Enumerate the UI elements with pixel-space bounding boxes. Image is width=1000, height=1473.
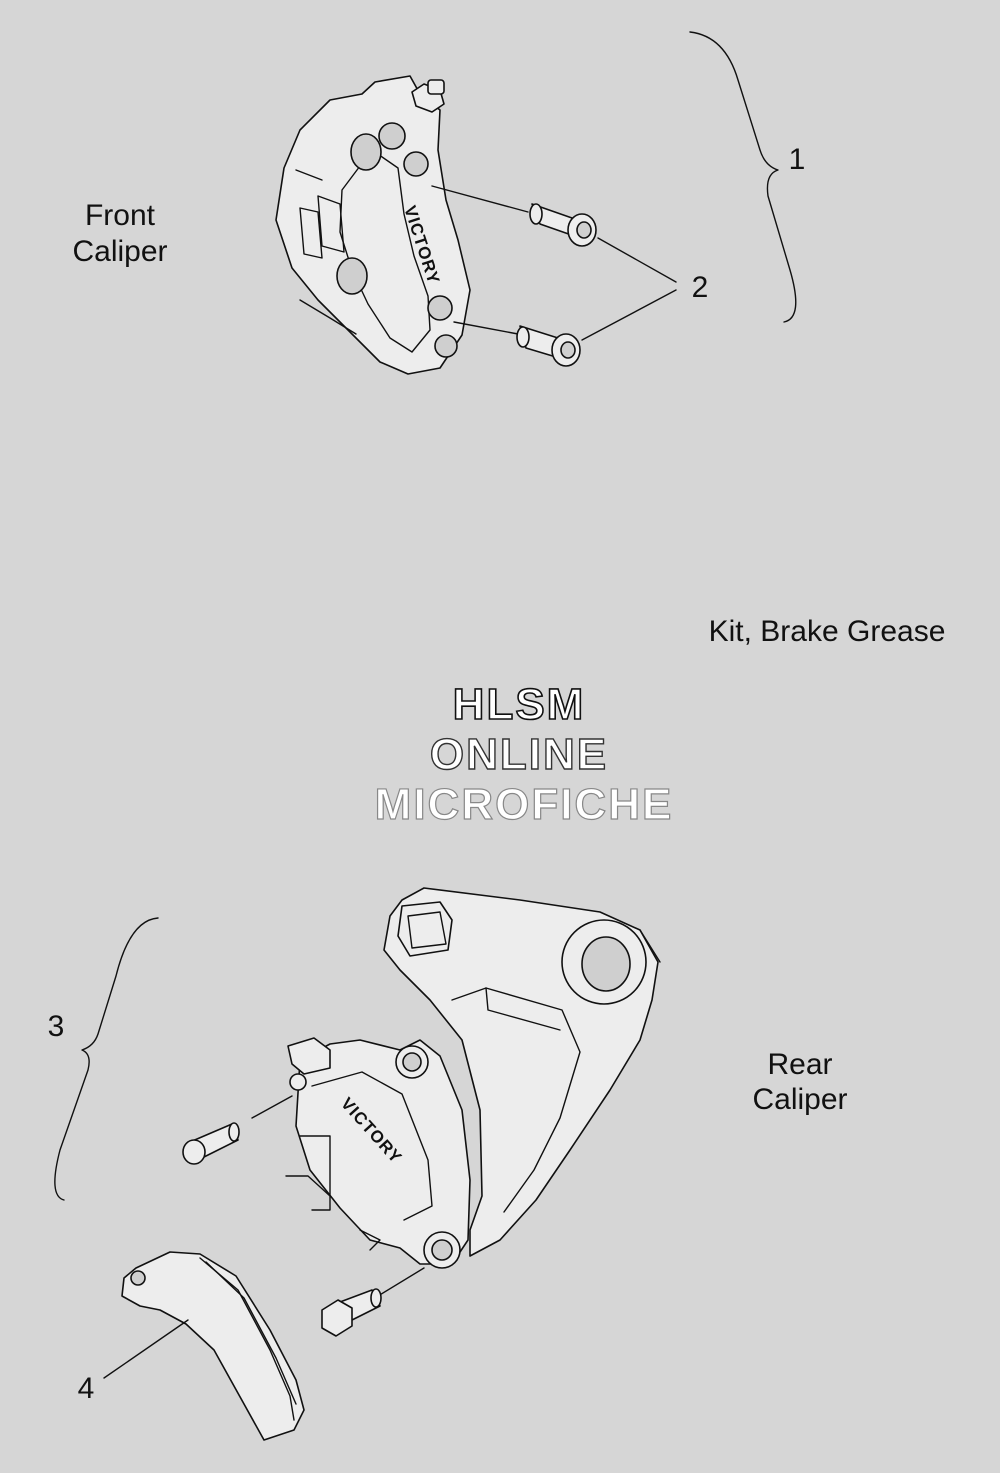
callout-1-brace <box>689 31 797 323</box>
rear-caliper: VICTORY <box>285 1037 471 1269</box>
watermark: HLSM ONLINE MICROFICHE <box>374 679 674 829</box>
front-caliper-bolt-upper <box>529 203 597 247</box>
callout-2: 2 <box>692 271 709 304</box>
front-caliper: VICTORY <box>275 75 471 375</box>
front-caliper-label-line1: Front <box>85 199 156 232</box>
rear-caliper-label-line1: Rear <box>767 1048 832 1081</box>
watermark-line2: ONLINE <box>430 730 608 779</box>
rear-bolt-guide-line <box>377 1267 425 1297</box>
rear-pin-guide-line <box>251 1095 293 1119</box>
bolt-guide-line-upper <box>431 185 529 213</box>
callout-3-brace <box>54 917 159 1201</box>
kit-brake-grease-label: Kit, Brake Grease <box>709 615 946 648</box>
pad-shield <box>121 1251 305 1441</box>
rear-caliper-bracket <box>383 887 661 1257</box>
front-caliper-label: Front Caliper <box>72 199 167 268</box>
bolt-guide-line-lower <box>453 321 519 335</box>
rear-caliper-label-line2: Caliper <box>752 1083 847 1116</box>
callout-1: 1 <box>789 143 806 176</box>
watermark-line3: MICROFICHE <box>375 780 674 829</box>
rear-caliper-pin-bolt <box>182 1122 240 1165</box>
callout-2-leader-lower <box>581 289 677 341</box>
front-caliper-label-line2: Caliper <box>72 235 167 268</box>
watermark-line1: HLSM <box>453 680 586 729</box>
callout-3: 3 <box>48 1010 65 1043</box>
callout-4: 4 <box>78 1372 95 1405</box>
callout-2-leader-upper <box>597 237 677 283</box>
rear-caliper-label: Rear Caliper <box>752 1048 847 1116</box>
callout-4-leader <box>103 1319 189 1379</box>
front-caliper-bolt-lower <box>516 325 581 367</box>
rear-caliper-mounting-bolt <box>321 1288 382 1337</box>
